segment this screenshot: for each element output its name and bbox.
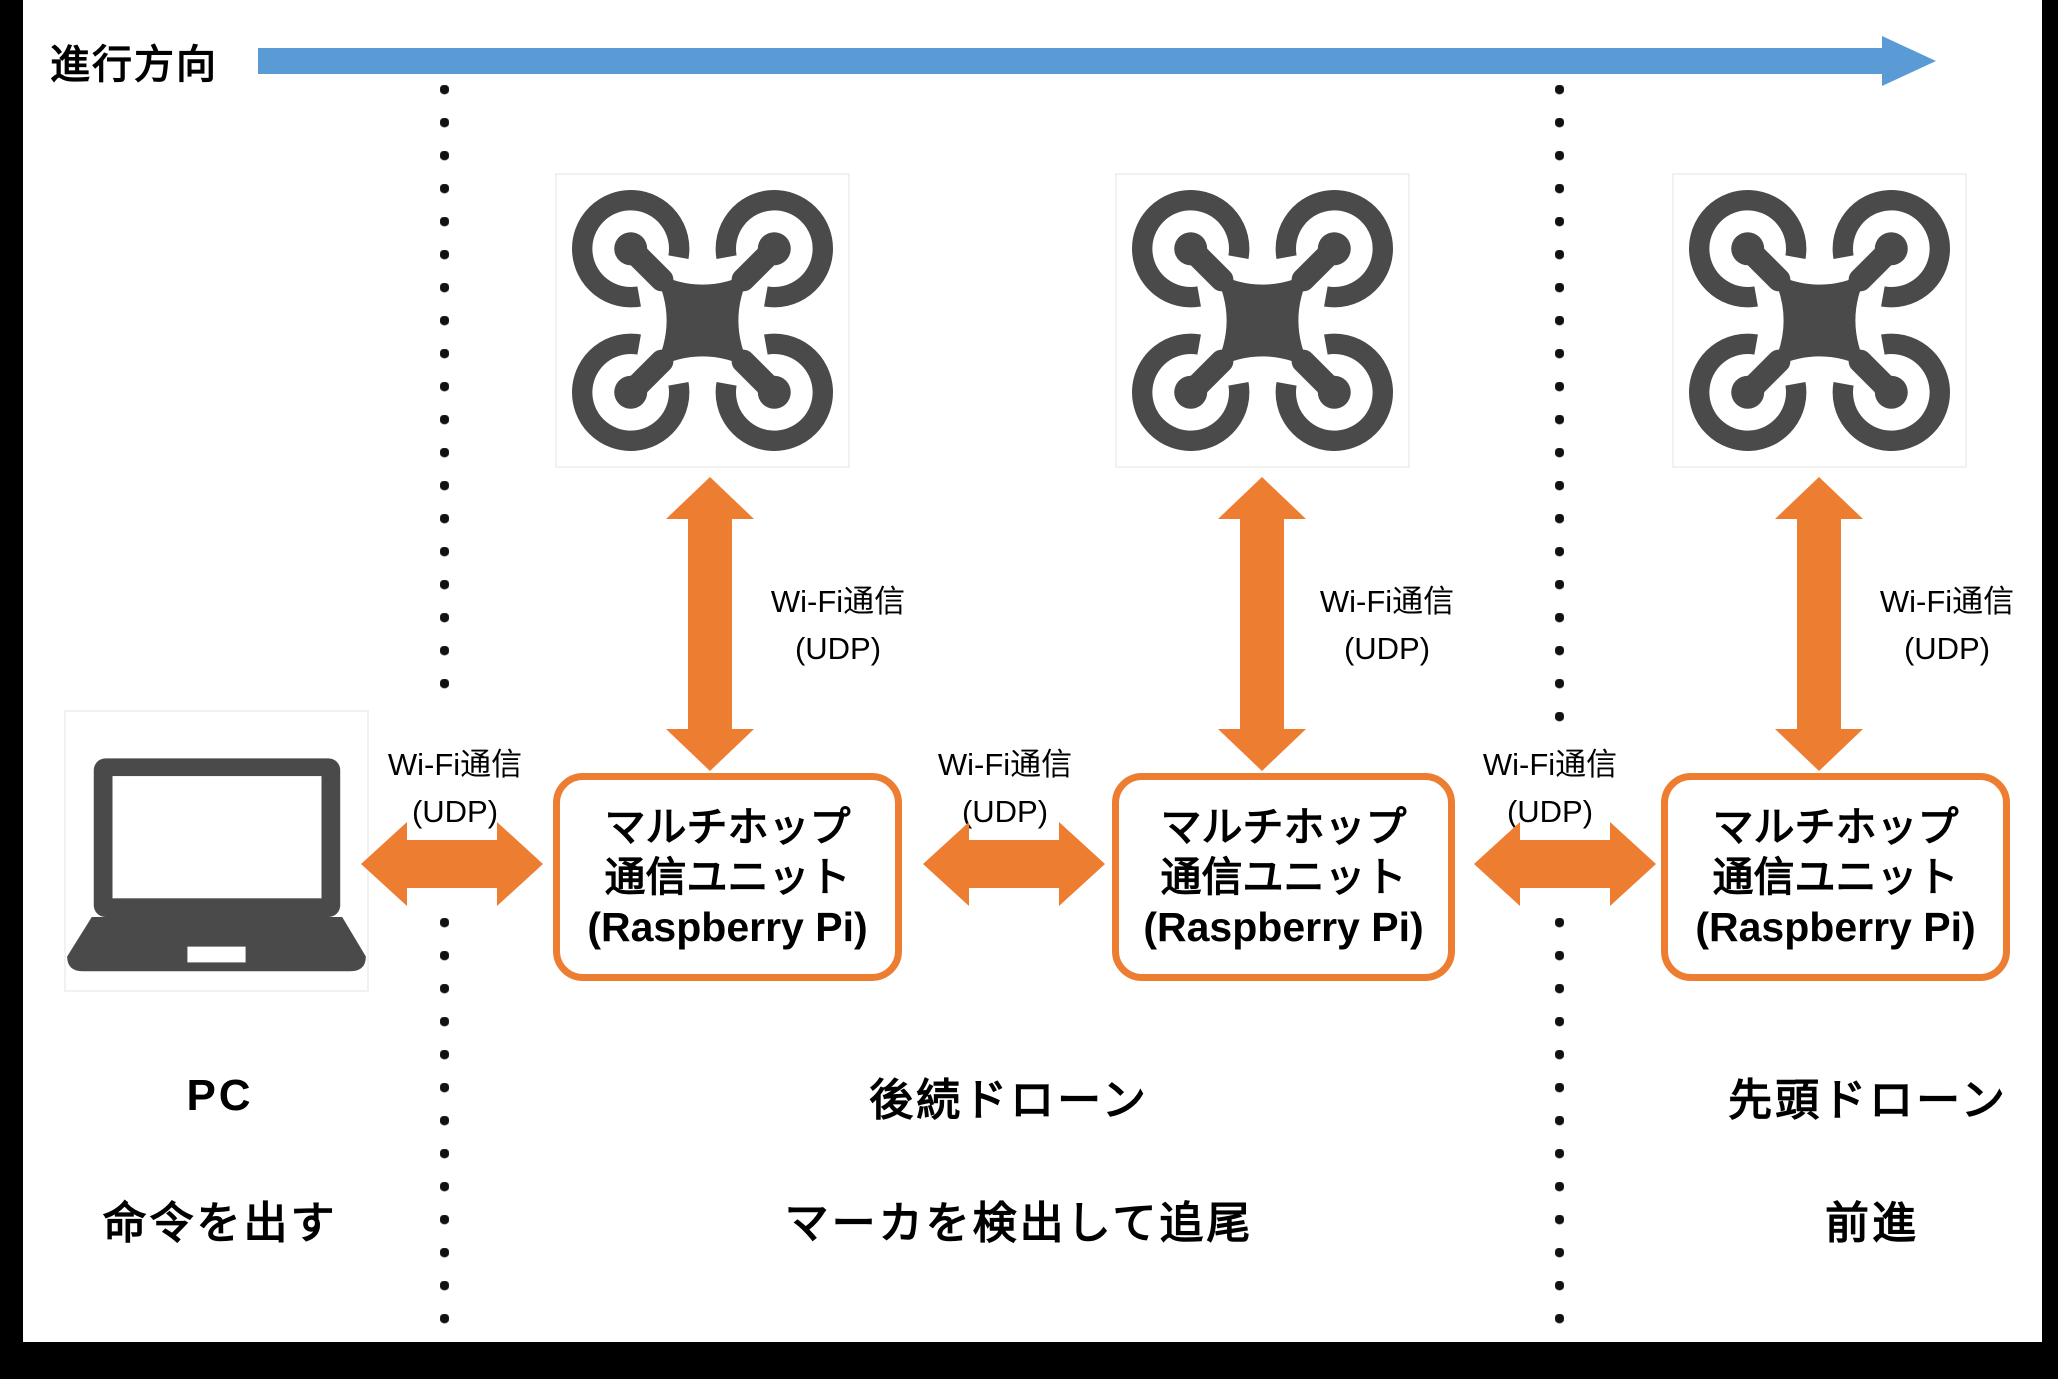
wifi-link-label-line2: (UDP) [411, 794, 499, 829]
wifi-link-label: Wi-Fi通信 (UDP) [931, 741, 1079, 835]
unit-box-line1: マルチホップ [604, 804, 851, 850]
section-title-followers: 後続ドローン [869, 1076, 1149, 1125]
section-subtitle-pc: 命令を出す [102, 1199, 338, 1248]
unit-box-line2: 通信ユニット [1160, 854, 1407, 900]
laptop-icon [64, 710, 369, 992]
double-arrow-icon-drone1-unit1 [666, 477, 754, 771]
section-subtitle-leader: 前進 [1825, 1199, 1919, 1248]
wifi-link-label: Wi-Fi通信 (UDP) [1874, 578, 2020, 672]
wifi-link-label: Wi-Fi通信 (UDP) [381, 741, 529, 835]
unit-box-line3: (Raspberry Pi) [587, 904, 868, 950]
wifi-link-label: Wi-Fi通信 (UDP) [765, 578, 911, 672]
double-arrow-icon-pc-unit1 [361, 822, 543, 906]
wifi-link-label: Wi-Fi通信 (UDP) [1476, 741, 1624, 835]
section-title-leader: 先頭ドローン [1728, 1076, 2008, 1125]
unit-box-follower-1: マルチホップ 通信ユニット (Raspberry Pi) [553, 773, 902, 981]
drone-icon-follower-2 [1115, 173, 1410, 468]
wifi-link-label-line1: Wi-Fi通信 [1319, 584, 1455, 619]
double-arrow-icon-unit1-unit2 [923, 822, 1105, 906]
unit-box-line2: 通信ユニット [1712, 854, 1959, 900]
drone-icon-follower-1 [555, 173, 850, 468]
wifi-link-label-line2: (UDP) [1343, 631, 1431, 666]
lane-divider-right [1555, 918, 1564, 1332]
wifi-link-label-line2: (UDP) [1506, 794, 1594, 829]
drone-icon-leader [1672, 173, 1967, 468]
unit-box-line1: マルチホップ [1712, 804, 1959, 850]
section-title-pc: PC [186, 1071, 254, 1120]
wifi-link-label-line1: Wi-Fi通信 [1482, 747, 1618, 782]
unit-box-line3: (Raspberry Pi) [1143, 904, 1424, 950]
wifi-link-label-line2: (UDP) [961, 794, 1049, 829]
unit-box-line3: (Raspberry Pi) [1695, 904, 1976, 950]
wifi-link-label-line1: Wi-Fi通信 [937, 747, 1073, 782]
unit-box-line1: マルチホップ [1160, 804, 1407, 850]
lane-divider-left [440, 85, 449, 702]
unit-box-follower-2: マルチホップ 通信ユニット (Raspberry Pi) [1112, 773, 1455, 981]
direction-label: 進行方向 [50, 43, 218, 87]
section-subtitle-followers: マーカを検出して追尾 [784, 1199, 1254, 1248]
double-arrow-icon-unit2-unit3 [1474, 822, 1656, 906]
unit-box-leader: マルチホップ 通信ユニット (Raspberry Pi) [1661, 773, 2010, 981]
wifi-link-label-line1: Wi-Fi通信 [387, 747, 523, 782]
wifi-link-label-line2: (UDP) [794, 631, 882, 666]
wifi-link-label: Wi-Fi通信 (UDP) [1314, 578, 1460, 672]
lane-divider-right [1555, 85, 1564, 740]
double-arrow-icon-drone3-unit3 [1775, 477, 1863, 771]
direction-right-arrow-icon [258, 48, 1882, 74]
double-arrow-icon-drone2-unit2 [1218, 477, 1306, 771]
direction-right-arrow-head-icon [1882, 36, 1936, 86]
wifi-link-label-line1: Wi-Fi通信 [1879, 584, 2015, 619]
wifi-link-label-line2: (UDP) [1903, 631, 1991, 666]
wifi-link-label-line1: Wi-Fi通信 [770, 584, 906, 619]
unit-box-line2: 通信ユニット [604, 854, 851, 900]
lane-divider-left [440, 918, 449, 1332]
